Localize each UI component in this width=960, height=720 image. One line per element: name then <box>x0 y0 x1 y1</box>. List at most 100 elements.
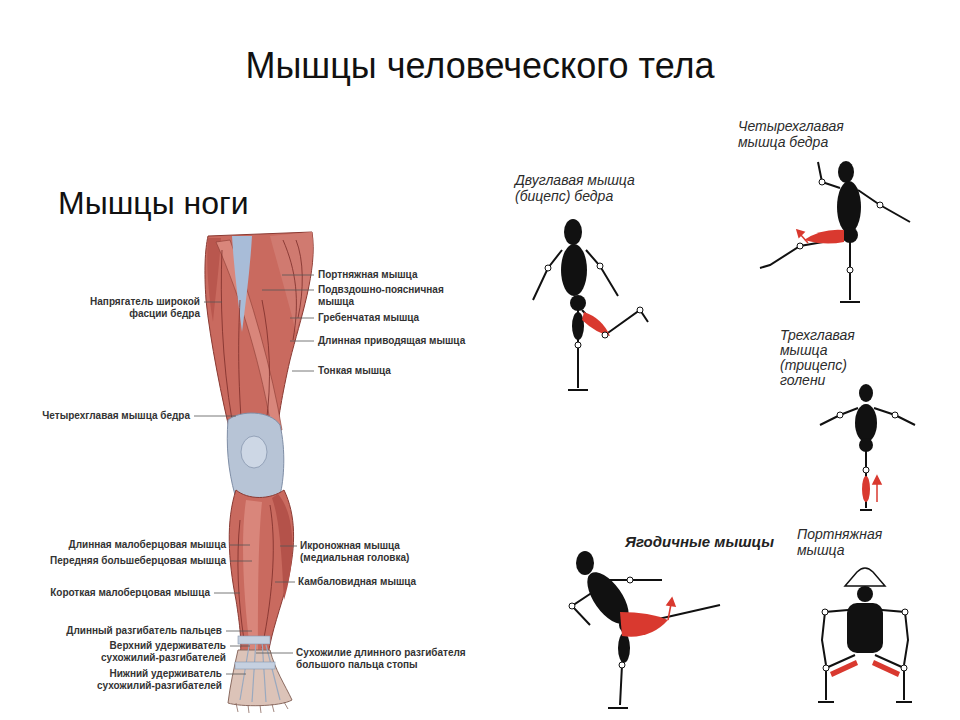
stick-figure <box>760 161 910 302</box>
lower-leg <box>229 490 293 655</box>
stick-figure <box>569 551 720 708</box>
stick-figure <box>572 312 584 340</box>
motion-arrow <box>667 598 675 620</box>
leader-line <box>226 631 252 632</box>
stick-figure <box>874 408 915 425</box>
stick-figure <box>570 295 586 311</box>
motion-arrow <box>876 482 878 502</box>
stick-figure <box>892 412 898 418</box>
highlighted-muscle <box>862 476 870 502</box>
leader-line <box>262 290 314 291</box>
thigh <box>205 232 313 440</box>
stick-figure <box>797 179 883 273</box>
stick-figure <box>569 577 633 668</box>
stick-figure <box>877 202 883 208</box>
patella <box>241 436 267 468</box>
stick-figure <box>875 655 904 700</box>
figure-caption: Трехглавая мышца (трицепс) голени <box>780 328 895 388</box>
stick-figure <box>561 244 587 296</box>
muscle-label: Четырехглавая мышца бедра <box>42 410 190 422</box>
muscle-label: Длинная приводящая мышца <box>318 335 465 347</box>
muscle-label: Длинный разгибатель пальцев <box>66 625 222 637</box>
stick-figure <box>627 577 633 583</box>
stick-figure <box>820 384 915 510</box>
toes <box>236 702 288 713</box>
leader-line <box>214 593 240 594</box>
leader-line <box>292 371 314 372</box>
stick-figure <box>902 609 908 615</box>
tensor-muscle <box>207 238 221 322</box>
stick-figure <box>608 707 628 709</box>
stick-figure <box>822 609 908 671</box>
leader-line <box>204 302 222 303</box>
stick-figure <box>586 250 618 296</box>
figure-caption: Двуглавая мышца (бицепс) бедра <box>515 172 665 204</box>
leader-line <box>230 561 252 562</box>
tendon <box>240 640 250 700</box>
stick-figure <box>582 310 648 335</box>
foot <box>228 650 292 706</box>
stick-figure <box>576 551 594 575</box>
muscle-label: Короткая малоберцовая мышца <box>50 587 210 599</box>
muscle-boundary <box>239 300 242 432</box>
stick-figure <box>847 603 883 653</box>
stick-figure <box>637 307 643 313</box>
motion-arrow <box>873 476 881 502</box>
muscle-boundary <box>221 250 232 420</box>
knee <box>227 413 284 502</box>
stick-figure <box>618 633 630 663</box>
muscle-label: Икроножная мышца (медиальная головка) <box>300 540 450 564</box>
stick-figure <box>882 610 908 665</box>
muscle-boundary <box>262 300 269 425</box>
motion-arrow <box>797 230 804 237</box>
stick-figure <box>847 267 853 273</box>
gastrocnemius-muscle <box>272 494 292 600</box>
motion-arrow <box>667 598 675 606</box>
leader-line <box>280 546 297 547</box>
leader-line <box>290 318 314 319</box>
muscle-label: Тонкая мышца <box>318 365 391 377</box>
muscle-label: Сухожилие длинного разгибателя большого … <box>296 647 491 671</box>
stick-figure <box>837 412 898 473</box>
tendon <box>262 640 266 702</box>
fascia <box>232 236 252 332</box>
muscle-label: Камбаловидная мышца <box>298 576 416 588</box>
muscle-label: Передняя большеберцовая мышца <box>50 555 226 567</box>
stick-figure <box>822 609 828 615</box>
stick-figure <box>857 586 873 602</box>
stick-figure <box>823 665 829 671</box>
retinaculum <box>238 636 270 644</box>
muscle-label: Напрягатель широкой фасции бедра <box>50 296 200 320</box>
stick-figure <box>819 179 825 185</box>
leader-line <box>194 416 236 417</box>
stick-figure <box>575 342 581 348</box>
tendon <box>240 640 280 702</box>
figure-caption: Портняжная мышца <box>797 526 907 558</box>
stick-figure <box>863 467 869 473</box>
motion-arrow <box>668 604 671 620</box>
muscle-label: Портняжная мышца <box>318 269 417 281</box>
leader-line <box>230 646 250 647</box>
stick-figure <box>826 655 855 700</box>
muscle-label: Верхний удерживатель сухожилий-разгибате… <box>66 640 226 664</box>
stick-figure <box>569 603 575 609</box>
stick-figure <box>901 665 907 671</box>
stick-figure <box>797 243 803 249</box>
tendon <box>252 640 256 702</box>
stick-figure <box>838 161 854 183</box>
stick-figure <box>859 384 873 402</box>
stick-figure <box>533 219 648 390</box>
retinaculum <box>235 662 275 669</box>
stick-figure <box>859 438 873 452</box>
stick-figure <box>860 509 872 511</box>
muscle-boundary <box>262 505 273 648</box>
figure-caption: Четырехглавая мышца бедра <box>738 118 893 150</box>
tibialis-muscle <box>243 500 262 650</box>
stick-figure <box>896 701 912 703</box>
stick-figure <box>837 181 861 233</box>
stick-figure <box>533 250 562 300</box>
stick-figure <box>619 662 625 668</box>
motion-arrow <box>797 230 808 243</box>
muscle-label: Гребенчатая мышца <box>318 312 419 324</box>
